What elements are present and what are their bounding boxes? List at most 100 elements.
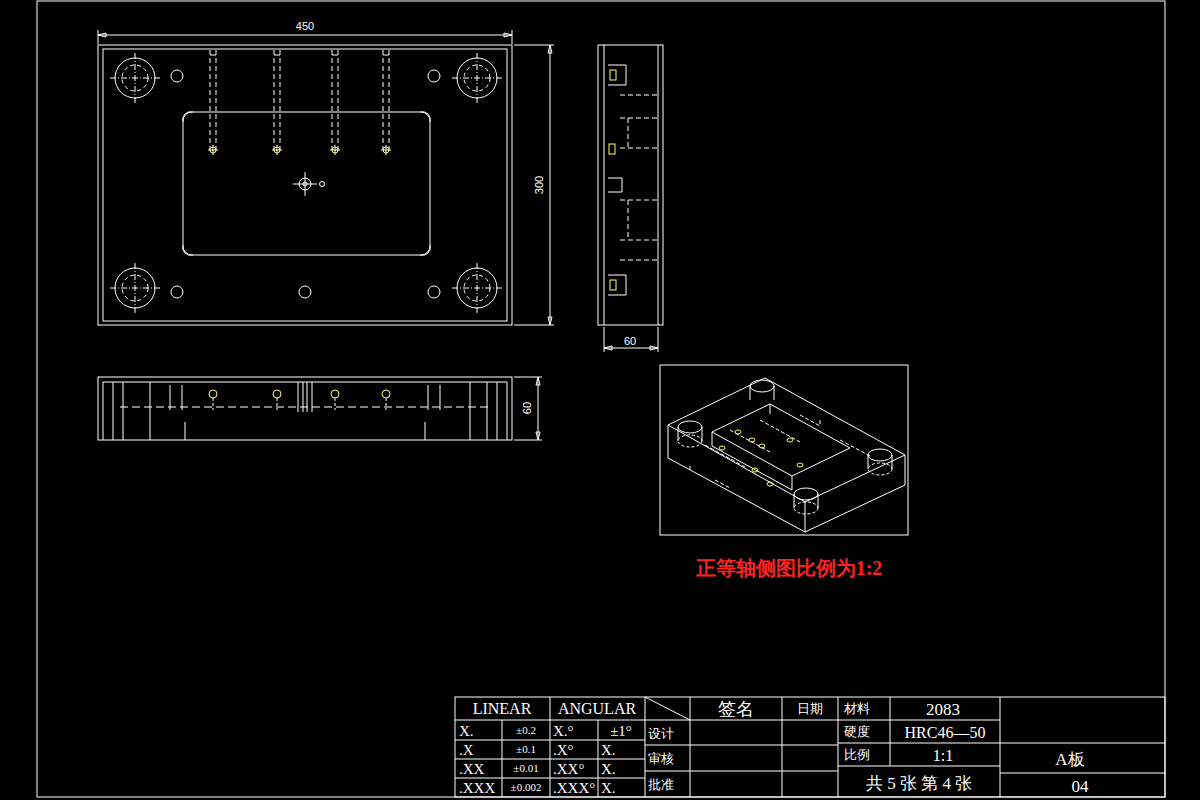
table-cell: .XXX° bbox=[553, 781, 595, 796]
ejector-channel bbox=[274, 147, 280, 153]
table-cell: 批准 bbox=[648, 778, 674, 791]
ejector-hole bbox=[797, 463, 803, 467]
side-view bbox=[620, 95, 658, 260]
ejector-channel bbox=[208, 145, 391, 155]
table-cell: ±0.01 bbox=[513, 763, 538, 774]
side-view bbox=[610, 280, 616, 290]
ejector-channel bbox=[332, 147, 338, 153]
table-header: 签名 bbox=[718, 700, 754, 718]
guide-bush bbox=[110, 53, 502, 313]
table-cell: X. bbox=[601, 743, 616, 758]
sheet-border bbox=[37, 1, 1165, 797]
isometric-view bbox=[668, 425, 905, 532]
table-cell: X.° bbox=[553, 724, 574, 739]
table-cell: 审核 bbox=[648, 752, 674, 765]
sheet-border bbox=[37, 1, 1165, 797]
screw-hole bbox=[171, 286, 183, 298]
table-header: 日期 bbox=[797, 702, 823, 715]
dimension-line bbox=[98, 30, 512, 44]
side-view bbox=[598, 45, 663, 325]
table-cell: ±0.002 bbox=[511, 782, 542, 793]
table-cell: 2083 bbox=[926, 701, 960, 718]
front-view bbox=[213, 398, 386, 410]
drawing-number: 04 bbox=[1072, 778, 1089, 795]
guide-bush bbox=[868, 455, 892, 469]
guide-bush bbox=[110, 53, 502, 313]
front-view bbox=[209, 390, 390, 398]
isometric-view bbox=[660, 365, 908, 535]
ejector-hole bbox=[719, 430, 803, 486]
table-header: LINEAR bbox=[473, 701, 532, 717]
plan-view bbox=[98, 30, 554, 325]
ejector-hole bbox=[752, 468, 758, 472]
front-view bbox=[113, 382, 497, 440]
front-view bbox=[120, 407, 490, 408]
guide-bush bbox=[750, 380, 774, 392]
table-cell: X. bbox=[601, 762, 616, 777]
ejector-channel bbox=[383, 147, 389, 153]
dimension-line bbox=[514, 377, 542, 440]
ejector-hole bbox=[719, 446, 725, 450]
table-cell: ±0.2 bbox=[516, 725, 536, 736]
dimension-text: 300 bbox=[534, 176, 545, 194]
ejector-channel bbox=[208, 50, 391, 155]
title-block bbox=[645, 745, 838, 771]
side-view bbox=[604, 45, 658, 325]
screw-hole bbox=[171, 70, 440, 298]
table-cell: .XX bbox=[459, 762, 484, 777]
table-cell: .X bbox=[459, 743, 474, 758]
guide-bush bbox=[750, 386, 774, 400]
table-cell: 1:1 bbox=[933, 748, 953, 764]
table-cell: X. bbox=[601, 781, 616, 796]
table-header: ANGULAR bbox=[558, 701, 636, 717]
guide-bush bbox=[678, 427, 702, 441]
part-name: A板 bbox=[1055, 751, 1084, 768]
screw-hole bbox=[299, 286, 311, 298]
title-block bbox=[645, 697, 690, 720]
table-cell: .XXX bbox=[459, 781, 495, 796]
dimension-line bbox=[604, 327, 658, 352]
table-cell: 比例 bbox=[844, 748, 870, 761]
ejector-channel bbox=[210, 50, 389, 150]
guide-bush bbox=[678, 380, 892, 514]
table-cell: 硬度 bbox=[844, 725, 870, 738]
table-cell: 材料 bbox=[844, 702, 870, 715]
dimension-line bbox=[514, 45, 554, 325]
sheet-count: 共 5 张 第 4 张 bbox=[866, 775, 972, 792]
dimension-line bbox=[98, 30, 554, 325]
table-cell: 设计 bbox=[648, 727, 674, 740]
ejector-channel bbox=[210, 147, 389, 153]
isometric-view bbox=[668, 378, 905, 502]
side-view bbox=[598, 45, 663, 352]
ejector-channel bbox=[210, 147, 216, 153]
guide-bush bbox=[794, 502, 818, 514]
plan-view bbox=[183, 112, 430, 255]
table-cell: .X° bbox=[553, 743, 574, 758]
front-view bbox=[209, 390, 217, 398]
isometric-view bbox=[712, 404, 850, 490]
guide-bush bbox=[794, 494, 818, 508]
ejector-hole bbox=[749, 438, 755, 442]
sprue-center bbox=[293, 172, 317, 196]
title-block bbox=[455, 720, 838, 778]
isometric-view bbox=[660, 365, 908, 535]
guide-bush bbox=[678, 435, 702, 447]
screw-hole bbox=[171, 70, 183, 82]
dimension-line bbox=[514, 377, 542, 440]
front-view bbox=[273, 390, 281, 398]
table-cell: .XX° bbox=[553, 762, 584, 777]
sprue-center bbox=[293, 172, 325, 196]
screw-hole bbox=[428, 70, 440, 82]
guide-bush bbox=[868, 449, 892, 461]
table-cell: HRC46—50 bbox=[905, 725, 986, 741]
front-view bbox=[98, 377, 512, 440]
ejector-hole bbox=[767, 482, 773, 486]
plan-view bbox=[103, 49, 507, 321]
table-cell: X. bbox=[459, 724, 474, 739]
side-view bbox=[610, 70, 616, 80]
sprue-center bbox=[320, 182, 325, 187]
title-block bbox=[455, 697, 1165, 797]
front-view bbox=[170, 382, 440, 440]
